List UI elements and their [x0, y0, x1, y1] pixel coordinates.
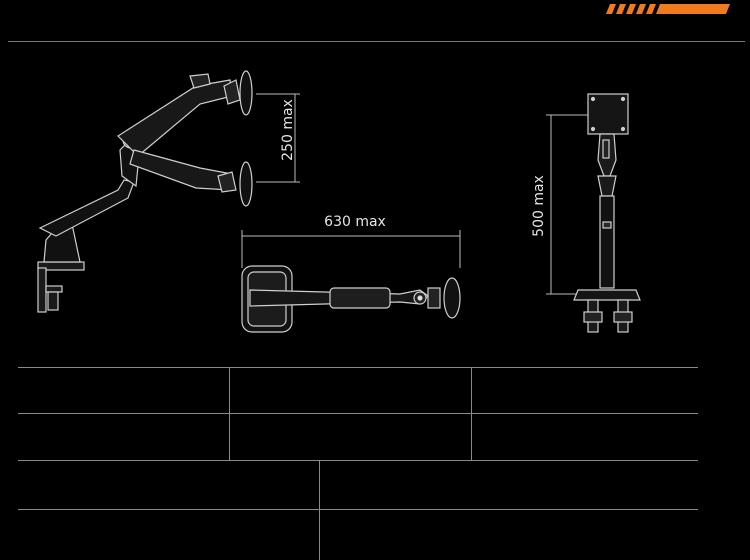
table-col-divider	[319, 460, 320, 560]
monitor-arm-diagram: 250 max 630 max 500 max	[37, 70, 641, 333]
table-rule	[18, 509, 698, 510]
header-divider	[8, 41, 745, 42]
pole-dimension-lines	[546, 114, 588, 295]
table-rule	[18, 367, 698, 368]
spec-table	[18, 367, 698, 560]
orange-stripes-decoration	[606, 4, 730, 14]
table-rule	[18, 460, 698, 461]
arm-reach-label: 630 max	[324, 214, 386, 230]
height-range-label: 250 max	[280, 99, 296, 161]
height-dimension-lines	[256, 93, 300, 183]
side-view-arm	[37, 70, 253, 313]
table-col-divider	[229, 367, 230, 460]
table-col-divider	[471, 367, 472, 460]
front-view-arm	[573, 93, 641, 333]
table-rule	[18, 413, 698, 414]
pole-height-label: 500 max	[531, 175, 547, 237]
top-view-arm	[241, 265, 461, 333]
arm-reach-dimension-lines	[241, 230, 461, 268]
